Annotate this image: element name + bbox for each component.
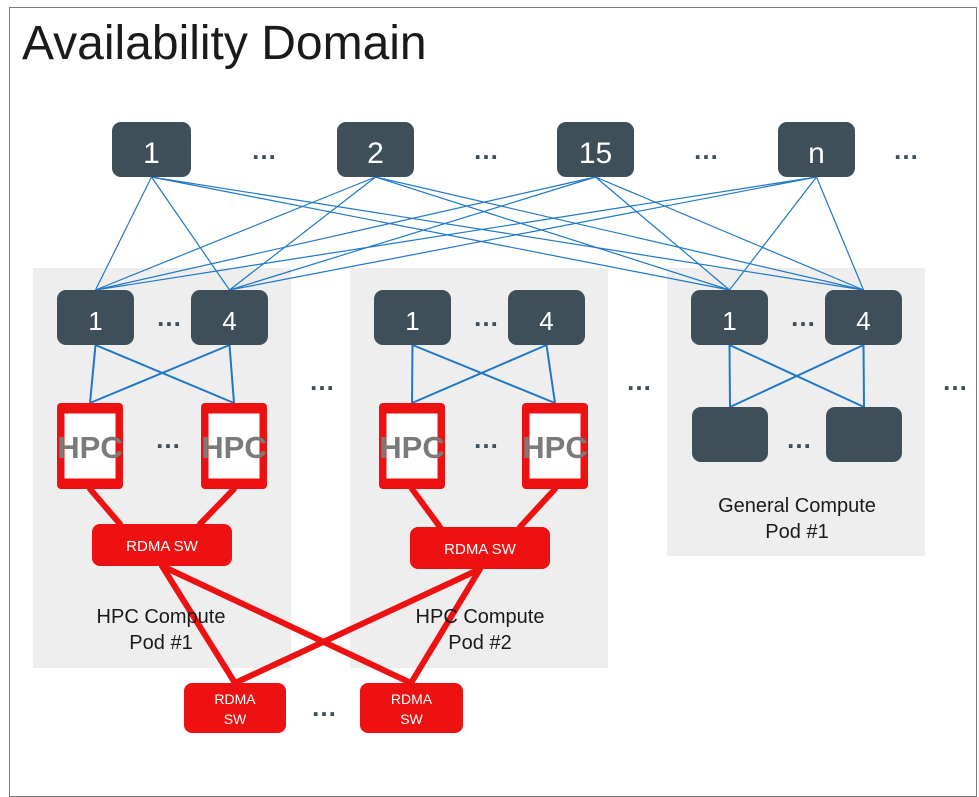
spine-switch-1[interactable]: 1 xyxy=(112,122,191,177)
rdma-uplink xyxy=(408,566,483,686)
ellipsis: … xyxy=(626,366,652,396)
spine-leaf-link xyxy=(229,176,376,291)
leaf-node-link xyxy=(89,344,230,404)
spine-leaf-link xyxy=(595,176,864,291)
leaf-node-link xyxy=(862,344,865,408)
rdma-switch-label: RDMA SW xyxy=(126,538,199,555)
leaf-switch-pod2-1[interactable]: 1 xyxy=(374,290,451,345)
hpc-node-pod1-b[interactable]: HPC xyxy=(201,403,267,489)
rdma-switch-pod2[interactable]: RDMA SW xyxy=(410,527,550,569)
ellipsis: … xyxy=(893,135,919,165)
spine-leaf-link xyxy=(94,176,153,291)
compute-node-pod3-a[interactable] xyxy=(692,407,768,462)
leaf-node-link xyxy=(89,344,97,404)
rdma-switch-pod1[interactable]: RDMA SW xyxy=(92,524,232,566)
rdma-switch-label: RDMA SW xyxy=(444,541,517,558)
spine-leaf-link xyxy=(95,176,596,291)
leaf-node-link xyxy=(411,344,547,404)
ellipsis: … xyxy=(155,424,181,454)
ellipsis: … xyxy=(251,135,277,165)
spine-switch-15[interactable]: 15 xyxy=(557,122,634,177)
ellipsis: … xyxy=(311,692,337,722)
leaf-node-link xyxy=(228,344,235,404)
rdma-spine-label-line2: SW xyxy=(224,711,247,727)
spine-leaf-link xyxy=(375,176,864,291)
pod-label-general-1-line1: General Compute xyxy=(718,495,876,517)
hpc-rdma-link xyxy=(409,486,443,530)
ellipsis: … xyxy=(786,424,812,454)
hpc-rdma-link xyxy=(197,486,237,527)
leaf-switch-label: 4 xyxy=(856,306,870,336)
ellipsis: … xyxy=(942,366,968,396)
pod-label-general-1-line2: Pod #1 xyxy=(765,521,828,543)
spine-leaf-link xyxy=(229,176,596,291)
leaf-switch-pod3-4[interactable]: 4 xyxy=(825,290,902,345)
leaf-node-link xyxy=(545,344,556,404)
pod-label-hpc-2-line2: Pod #2 xyxy=(448,632,511,654)
hpc-rdma-link xyxy=(87,486,123,527)
hpc-node-pod2-a[interactable]: HPC xyxy=(379,403,445,489)
spine-leaf-link xyxy=(95,176,817,291)
diagram-title: Availability Domain xyxy=(22,17,427,70)
hpc-node-label: HPC xyxy=(201,430,266,465)
rdma-spine-switch-2[interactable]: RDMA SW xyxy=(360,683,463,733)
ellipsis: … xyxy=(473,424,499,454)
pod-label-hpc-1-line2: Pod #1 xyxy=(129,632,192,654)
rdma-spine-switch-1[interactable]: RDMA SW xyxy=(184,683,286,733)
spine-leaf-link xyxy=(729,176,817,291)
hpc-node-pod2-b[interactable]: HPC xyxy=(522,403,588,489)
spine-leaf-link xyxy=(151,176,864,291)
spine-switch-label: n xyxy=(808,137,825,170)
ellipsis: … xyxy=(473,302,499,332)
leaf-switch-label: 1 xyxy=(405,306,419,336)
pod-label-hpc-2-line1: HPC Compute xyxy=(416,606,545,628)
leaf-node-link xyxy=(95,344,235,404)
pod-label-hpc-1-line1: HPC Compute xyxy=(97,606,226,628)
leaf-switch-pod3-1[interactable]: 1 xyxy=(691,290,768,345)
hpc-node-label: HPC xyxy=(57,430,122,465)
spine-switch-2[interactable]: 2 xyxy=(337,122,414,177)
spine-leaf-link xyxy=(151,176,730,291)
spine-switch-label: 15 xyxy=(579,137,612,170)
leaf-node-link xyxy=(728,344,731,408)
leaf-node-link xyxy=(729,344,864,408)
ellipsis: … xyxy=(693,135,719,165)
leaf-switch-label: 1 xyxy=(88,306,102,336)
rdma-uplink xyxy=(232,566,483,686)
spine-switch-n[interactable]: n xyxy=(778,122,855,177)
rdma-spine-label-line1: RDMA xyxy=(391,691,433,707)
ellipsis: … xyxy=(156,302,182,332)
hpc-node-label: HPC xyxy=(522,430,587,465)
ellipsis: … xyxy=(309,366,335,396)
spine-leaf-link xyxy=(95,176,376,291)
leaf-switch-pod1-4[interactable]: 4 xyxy=(191,290,268,345)
hpc-rdma-link xyxy=(517,486,558,530)
leaf-switch-pod2-4[interactable]: 4 xyxy=(508,290,585,345)
rdma-spine-label-line1: RDMA xyxy=(214,691,256,707)
spine-leaf-link xyxy=(595,176,730,291)
spine-leaf-link xyxy=(375,176,730,291)
spine-switch-label: 1 xyxy=(143,137,160,170)
leaf-switch-label: 4 xyxy=(222,306,236,336)
hpc-node-label: HPC xyxy=(379,430,444,465)
compute-node-pod3-b[interactable] xyxy=(826,407,902,462)
rdma-uplink xyxy=(159,563,238,686)
spine-leaf-link xyxy=(815,176,865,291)
ellipsis: … xyxy=(473,135,499,165)
spine-switch-label: 2 xyxy=(367,137,384,170)
leaf-switch-label: 4 xyxy=(539,306,553,336)
hpc-node-pod1-a[interactable]: HPC xyxy=(57,403,123,489)
leaf-node-link xyxy=(411,344,414,404)
spine-leaf-link xyxy=(229,176,817,291)
diagram-canvas: Availability Domain 1 2 15 xyxy=(9,7,977,797)
ellipsis: … xyxy=(790,302,816,332)
rdma-uplink xyxy=(159,563,414,686)
leaf-switch-pod1-1[interactable]: 1 xyxy=(57,290,134,345)
rdma-spine-label-line2: SW xyxy=(400,711,423,727)
leaf-node-link xyxy=(412,344,556,404)
leaf-switch-label: 1 xyxy=(722,306,736,336)
network-diagram: 1 2 15 n 1 4 xyxy=(33,122,968,733)
